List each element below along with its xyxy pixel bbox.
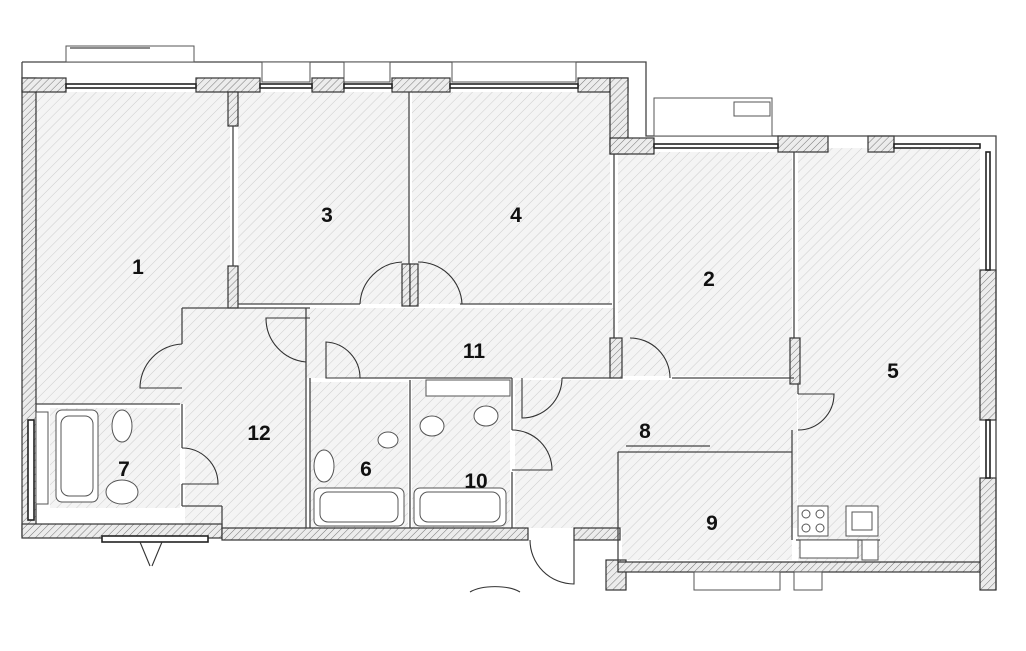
room-label-6: 6 [360,458,372,481]
room-11-area [185,308,615,378]
radiator-7 [35,411,49,505]
bathtub-10-inner [419,491,501,523]
door-balcony-7 [139,541,163,567]
wall-top-6 [777,135,829,153]
room-4-area [412,92,610,304]
burner-3 [801,523,811,533]
wall-top-7 [867,135,895,153]
wall-right-2 [979,477,997,591]
room-label-8: 8 [639,420,651,443]
toilet-6 [313,449,335,483]
windows [27,83,991,543]
burner-4 [815,523,825,533]
room-3-area [238,92,408,304]
fixture-lower [793,571,823,591]
window-2 [259,83,313,89]
room-label-7: 7 [118,458,130,481]
burner-2 [815,509,825,519]
toilet-10 [419,415,445,437]
door-room-8-left [521,377,563,419]
room-5-area [798,148,980,564]
room-label-12: 12 [247,422,270,445]
wall-bottom-2 [221,527,529,541]
window-7 [985,151,991,271]
window-5 [653,143,779,149]
room-9-area [622,456,792,560]
fixtures [35,379,879,591]
arc-bottom [469,586,521,593]
toilet-7 [111,409,133,443]
room-2-area [618,152,792,376]
balcony-5-inner [733,101,771,117]
balconies [65,45,773,137]
room-12-area [185,378,305,528]
room-label-4: 4 [510,204,522,227]
balcony-4 [451,61,577,83]
fridge [861,539,879,561]
burner-1 [801,509,811,519]
bathtub-7-inner [60,415,94,497]
wall-bottom-5 [617,561,981,573]
exterior-walls [21,77,997,591]
room-label-1: 1 [132,256,144,279]
wall-2-5 [789,337,801,385]
window-8 [985,419,991,479]
wall-2-11 [609,337,623,379]
door-room-4 [417,261,463,305]
door-room-10 [511,429,553,471]
room-areas [35,92,980,564]
window-9 [27,419,35,521]
wall-1-3 [227,91,239,127]
window-10 [101,535,209,543]
wall-top-1 [21,77,67,93]
door-entrance [529,539,575,585]
wall-3-4b [409,263,419,307]
shelf-10 [425,379,511,397]
window-6 [893,143,981,149]
room-label-5: 5 [887,360,899,383]
wall-top-4 [391,77,451,93]
counter [799,539,859,559]
door-room-3 [359,261,403,305]
doors [139,261,835,593]
balcony-2 [261,61,311,83]
sink-basin [851,511,873,531]
wall-right-1 [979,269,997,421]
room-label-9: 9 [706,512,718,535]
door-11-left [265,317,310,363]
bathtub-6-inner [319,491,399,523]
bathtub-lower [693,571,781,591]
wall-3-4a [401,263,411,307]
balcony-3 [343,61,391,83]
window-1 [65,83,197,89]
outline [21,61,997,590]
sink-7 [105,479,139,505]
room-labels: 1 2 3 4 5 6 7 8 9 10 11 12 [118,204,899,535]
wall-bottom-3 [573,527,621,541]
window-4 [449,83,579,89]
wall-1-3b [227,265,239,309]
balcony-1 [65,45,195,63]
wall-step-top [609,137,655,155]
room-label-11: 11 [463,340,486,363]
door-room-6 [325,341,361,379]
room-label-3: 3 [321,204,333,227]
stove [797,505,829,537]
wall-top-2 [195,77,261,93]
door-room-1 [139,343,183,389]
room-label-10: 10 [464,470,487,493]
window-3 [343,83,393,89]
sink-6 [377,431,399,449]
door-room-5 [797,393,835,431]
door-room-12 [181,447,219,485]
sink-10 [473,405,499,427]
room-label-2: 2 [703,268,715,291]
door-room-2 [629,337,671,379]
wall-top-3 [311,77,345,93]
